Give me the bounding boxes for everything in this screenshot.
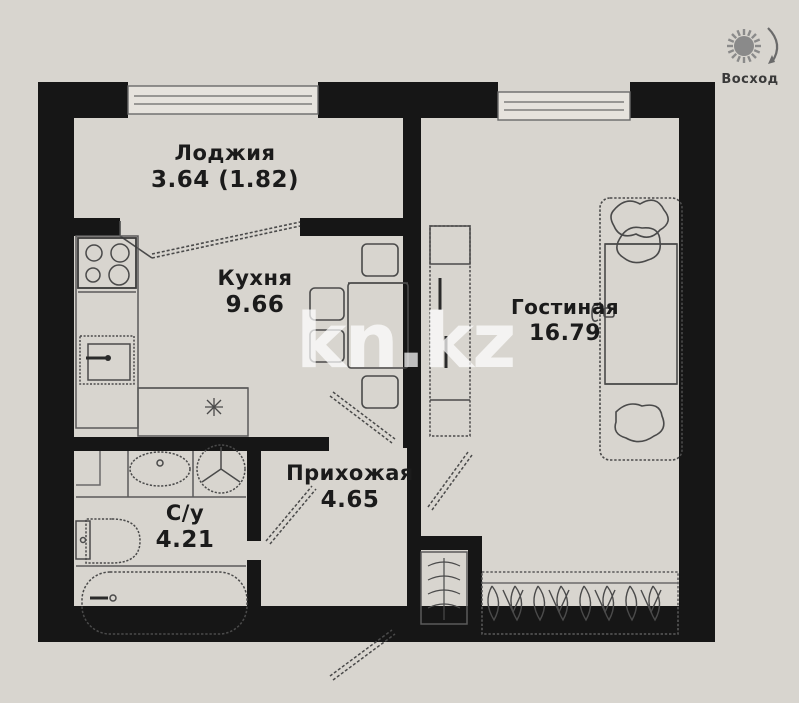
pillow-top-2 <box>616 226 662 264</box>
stove-burner <box>85 267 101 283</box>
wall-hall-top <box>219 437 329 451</box>
wall-loggia-bottom-right <box>300 218 420 236</box>
stove-burner <box>108 264 130 286</box>
balcony-door-swing-2 <box>151 221 301 255</box>
closet-hangers <box>487 585 662 622</box>
door-bathroom <box>265 485 317 545</box>
wall-kitchen-hall <box>74 437 219 451</box>
stove-burner <box>110 243 130 263</box>
hall-fixtures-group <box>420 551 679 635</box>
wall-bottom-exterior <box>38 606 715 642</box>
dining-set-group <box>309 243 409 409</box>
wall-entry-top <box>407 536 482 550</box>
pillow-bottom <box>614 403 665 443</box>
dining-chair-left-upper <box>309 287 345 321</box>
door-living <box>427 451 473 511</box>
wardrobe-group <box>429 225 471 437</box>
bathroom-fixtures-group <box>75 444 248 635</box>
bath-shelf-corner <box>76 451 101 486</box>
toilet-flush <box>79 536 87 544</box>
pillow-top <box>610 199 669 238</box>
wardrobe-tall <box>429 225 471 437</box>
closet-rail <box>481 571 679 635</box>
kitchen-star-icon <box>205 398 223 416</box>
bathroom-sink <box>129 451 191 487</box>
door-entry <box>329 629 396 681</box>
wall-kitchen-living <box>403 118 421 236</box>
dining-chair-top <box>361 243 399 277</box>
shoe-cabinet <box>420 551 468 625</box>
stove-burner <box>85 244 103 262</box>
bathtub-drain <box>109 594 117 602</box>
washing-machine-vanes <box>201 447 241 483</box>
kitchen-fixtures-group <box>75 235 249 437</box>
wall-kitchen-living-lower <box>403 236 421 448</box>
bathtub <box>81 571 248 635</box>
kitchen-faucet-head <box>105 355 111 361</box>
toilet-tank <box>75 520 91 560</box>
wall-left-exterior <box>38 82 74 642</box>
wall-loggia-bottom-left <box>74 218 120 236</box>
stove <box>77 237 137 289</box>
toilet-bowl <box>85 518 141 564</box>
sofa-mattress <box>604 243 678 385</box>
sofa-side-handle <box>591 304 599 322</box>
sofa-side-tag <box>603 307 615 318</box>
bathroom-sink-drain <box>156 459 164 467</box>
balcony-door-group <box>119 221 301 259</box>
shoe-cabinet-contents <box>427 558 461 620</box>
wardrobe-top-shelf <box>429 225 471 265</box>
kitchen-lower-counter <box>137 387 249 437</box>
washing-machine <box>196 444 246 494</box>
wall-entry-left <box>407 536 421 608</box>
wall-entry-right <box>468 536 482 608</box>
kitchen-sink-unit <box>79 335 135 385</box>
wall-right-exterior <box>679 82 715 642</box>
wall-hall-right-upper <box>407 448 421 548</box>
window-living <box>497 91 631 121</box>
wall-top-middle <box>318 82 498 118</box>
windows-group <box>127 85 631 121</box>
window-kitchen <box>127 85 319 115</box>
dining-chair-bottom <box>361 375 399 409</box>
wall-bath-right-lower <box>247 560 261 642</box>
dining-table <box>347 282 409 369</box>
kitchen-counter-run <box>75 235 139 429</box>
door-swings-group <box>265 391 473 681</box>
dining-chair-left-lower <box>309 329 345 363</box>
walls-group <box>38 82 715 642</box>
sofa-bed-frame <box>599 197 683 461</box>
kitchen-sink-basin <box>87 343 131 381</box>
sofa-group <box>591 197 683 461</box>
balcony-door-swing <box>151 225 301 259</box>
door-kitchen <box>329 391 396 444</box>
wall-bath-right <box>247 451 261 541</box>
